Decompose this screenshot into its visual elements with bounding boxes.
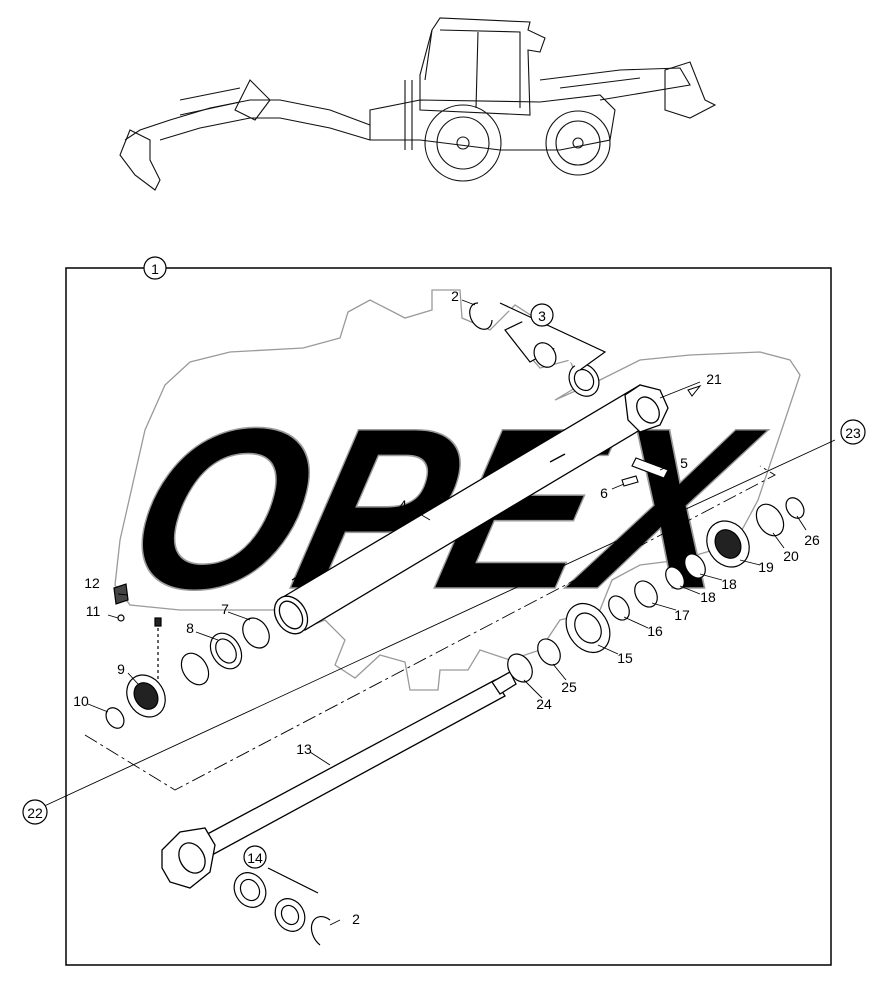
seal-17 [634,580,658,608]
callout-25: 25 [561,679,577,695]
circlip-2-top [469,302,493,330]
callout-1: 1 [151,261,159,277]
rod-end-bushing-parts [233,867,331,946]
seal-26 [785,497,805,519]
callout-14: 14 [247,850,263,866]
callout-labels: 1 2 3 21 23 5 6 4 26 20 19 18 18 17 16 1… [27,261,861,927]
cab [419,17,546,116]
callout-circles [22,256,866,869]
ball-11 [117,614,125,622]
rear-wheel [424,104,502,182]
rear-wheel-rim [436,116,490,170]
circlip-2-bottom [310,916,331,946]
callout-circle-22 [22,799,48,825]
opex-watermark: OPEX [105,289,801,691]
ring-18a [684,553,706,579]
backhoe-bucket [119,129,161,191]
callout-11: 11 [86,603,101,619]
callout-9: 9 [117,661,125,677]
callout-22: 22 [27,805,43,821]
callout-6: 6 [600,485,608,501]
ring-20 [755,503,785,537]
rod-gland-parts [105,583,270,729]
rod-threaded-end [491,671,517,695]
callout-19: 19 [758,559,774,575]
callout-7: 7 [221,601,229,617]
outrigger [404,80,413,150]
rear-wheel-hub [456,136,470,150]
leader-lines [39,299,836,926]
pin-parts [621,457,669,487]
cylinder-barrel [273,384,669,635]
callout-15: 15 [617,650,633,666]
body [369,94,616,151]
front-wheel [545,110,611,176]
callout-23: 23 [845,425,861,441]
front-wheel-hub [572,137,584,149]
callout-2-top: 2 [451,288,459,304]
assembly-frame [65,267,832,966]
backhoe-loader-illustration [119,17,717,191]
callout-13: 13 [296,741,312,757]
callout-26: 26 [804,532,820,548]
callout-5: 5 [680,455,688,471]
callout-circle-1 [143,256,167,280]
backhoe-arm [179,79,271,121]
barrel-end-bushing-parts [469,302,607,397]
piston-rod [161,671,517,889]
callout-4: 4 [399,497,407,513]
seal-kit-outline [84,465,776,791]
o-ring-gland [180,652,210,686]
callout-8: 8 [186,620,194,636]
cab-frame [424,29,521,109]
callout-18-b: 18 [700,589,716,605]
callout-2-bottom: 2 [352,911,360,927]
plate-5 [631,457,669,479]
callout-circle-23 [840,419,866,445]
callout-21: 21 [706,371,722,387]
callout-20: 20 [783,548,799,564]
callout-16: 16 [647,623,663,639]
callout-3: 3 [538,308,546,324]
grease-fitting [687,384,702,397]
ring-16 [608,595,630,621]
ring-25 [537,638,561,666]
callout-10: 10 [73,693,89,709]
callout-circle-14 [243,845,267,869]
callout-12: 12 [84,575,100,591]
callout-circle-3 [530,303,554,327]
ring-18b [665,566,685,590]
callout-18-a: 18 [721,576,737,592]
loader-arm [539,67,691,101]
callout-24: 24 [536,696,552,712]
ring-24 [507,653,533,683]
piston-parts [507,497,805,683]
o-ring-10 [105,707,125,729]
loader-bucket [664,61,717,119]
front-wheel-rim [555,120,601,166]
callout-17: 17 [674,607,690,623]
backhoe-boom [124,99,371,141]
